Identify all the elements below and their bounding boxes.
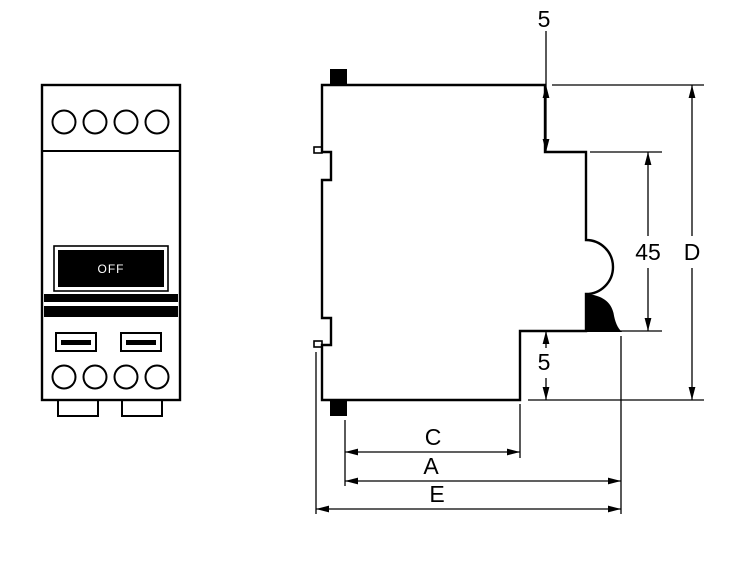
terminal-screw-bottom-4 bbox=[144, 364, 170, 390]
terminal-screw-top-1 bbox=[51, 109, 77, 135]
arrowhead-up-icon bbox=[644, 152, 652, 165]
dim-top-5: 5 bbox=[538, 6, 551, 152]
mounting-tab-left bbox=[57, 399, 99, 417]
arrowhead-up-icon bbox=[542, 331, 550, 344]
clamp-slot-left bbox=[61, 340, 91, 345]
dim-D: D bbox=[684, 85, 701, 400]
arrowhead-right-icon bbox=[608, 505, 621, 513]
extension-lines bbox=[315, 84, 704, 514]
toggle-label: OFF bbox=[98, 262, 125, 276]
terminal-screw-bottom-1 bbox=[51, 364, 77, 390]
mounting-tab-right bbox=[121, 399, 163, 417]
front-view: OFF bbox=[40, 83, 182, 417]
terminal-screw-top-4 bbox=[144, 109, 170, 135]
terminal-clamp-right bbox=[120, 332, 162, 352]
front-rib-bottom bbox=[313, 340, 323, 348]
front-view-outline bbox=[40, 83, 182, 402]
dim-E: E bbox=[316, 481, 621, 513]
label-strip-2 bbox=[44, 306, 178, 317]
dim-label-top-5: 5 bbox=[538, 6, 551, 32]
toggle-switch bbox=[58, 250, 164, 287]
arrowhead-right-icon bbox=[608, 477, 621, 485]
arrowhead-left-icon bbox=[316, 505, 329, 513]
toggle-frame bbox=[53, 245, 169, 292]
dim-45: 45 bbox=[635, 152, 661, 331]
terminal-screw-top-2 bbox=[82, 109, 108, 135]
side-view bbox=[313, 69, 622, 416]
terminal-clamp-left bbox=[55, 332, 97, 352]
terminal-screw-top-3 bbox=[113, 109, 139, 135]
dim-label-e: E bbox=[429, 481, 444, 507]
arrowhead-up-icon bbox=[688, 85, 696, 98]
clamp-slot-right bbox=[126, 340, 156, 345]
dim-label-c: C bbox=[425, 424, 442, 450]
label-strip-1 bbox=[44, 294, 178, 302]
din-clip-lever bbox=[586, 294, 622, 332]
arrowhead-up-icon bbox=[542, 85, 550, 98]
side-profile-outline bbox=[320, 83, 615, 402]
dim-label-a: A bbox=[423, 453, 439, 479]
front-rib-top bbox=[313, 146, 323, 154]
arrowhead-down-icon bbox=[542, 387, 550, 400]
dim-label-45: 45 bbox=[635, 239, 661, 265]
arrowhead-down-icon bbox=[688, 387, 696, 400]
dim-C: C bbox=[345, 424, 520, 456]
arrowhead-down-icon bbox=[644, 318, 652, 331]
terminal-screw-bottom-3 bbox=[113, 364, 139, 390]
arrowhead-right-icon bbox=[507, 448, 520, 456]
top-terminal-pin bbox=[330, 69, 347, 85]
arrowhead-left-icon bbox=[345, 477, 358, 485]
dim-label-bottom-5: 5 bbox=[538, 349, 551, 375]
dim-bottom-5: 5 bbox=[538, 331, 551, 400]
dim-label-d: D bbox=[684, 239, 701, 265]
bottom-terminal-pin bbox=[330, 400, 347, 416]
terminal-screw-bottom-2 bbox=[82, 364, 108, 390]
arrowhead-down-icon bbox=[542, 139, 550, 152]
dim-A: A bbox=[345, 453, 621, 485]
arrowhead-left-icon bbox=[345, 448, 358, 456]
